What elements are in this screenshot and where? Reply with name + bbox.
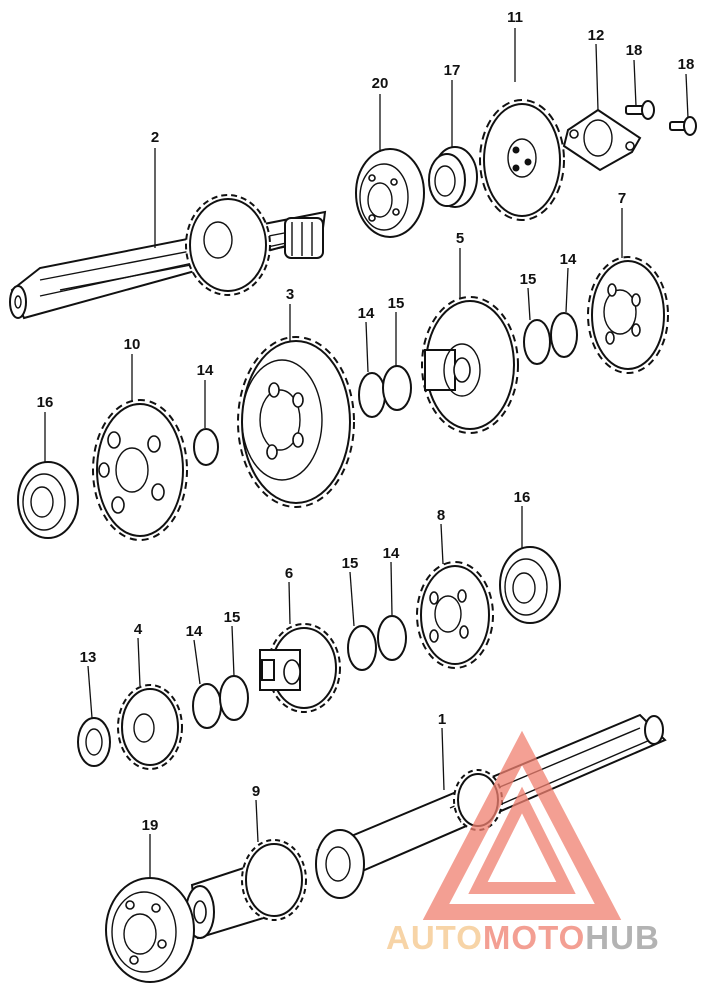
gear-part-7 xyxy=(587,256,669,374)
callout-7: 7 xyxy=(618,190,626,207)
callout-16-a: 16 xyxy=(37,394,54,411)
washer-part-15-d xyxy=(219,675,249,721)
callout-20: 20 xyxy=(372,75,389,92)
callout-15-b: 15 xyxy=(520,271,537,288)
gear-part-5 xyxy=(421,296,519,434)
callout-15-c: 15 xyxy=(342,555,359,572)
bearing-part-19 xyxy=(105,877,195,983)
bolt-part-18-a xyxy=(625,100,655,120)
bearing-part-20 xyxy=(355,148,425,238)
gear-part-10 xyxy=(92,399,188,541)
callout-14-b: 14 xyxy=(358,305,375,322)
thrust-washer-part-13 xyxy=(77,717,111,767)
gear-part-8 xyxy=(416,561,494,669)
washer-part-14-a xyxy=(193,428,219,466)
callout-16-b: 16 xyxy=(514,489,531,506)
callout-15-a: 15 xyxy=(388,295,405,312)
watermark-text-auto: AUTO xyxy=(386,919,483,956)
washer-part-15-a xyxy=(382,365,412,411)
circlip-part-14-c xyxy=(550,312,578,358)
callout-10: 10 xyxy=(124,336,141,353)
callout-18-b: 18 xyxy=(678,56,695,73)
bearing-part-16-left xyxy=(17,461,79,539)
callout-19: 19 xyxy=(142,817,159,834)
countershaft-part-2 xyxy=(9,194,327,320)
callout-14-d: 14 xyxy=(383,545,400,562)
callout-15-d: 15 xyxy=(224,609,241,626)
callout-17: 17 xyxy=(444,62,461,79)
callout-18-a: 18 xyxy=(626,42,643,59)
gear-part-3 xyxy=(237,336,355,508)
callout-11: 11 xyxy=(507,9,523,26)
callout-14-a: 14 xyxy=(197,362,214,379)
callout-13: 13 xyxy=(80,649,97,666)
callout-3: 3 xyxy=(286,286,294,303)
washer-part-15-c xyxy=(347,625,377,671)
circlip-part-14-b xyxy=(358,372,386,418)
leader-lines xyxy=(44,28,689,878)
callout-8: 8 xyxy=(437,507,445,524)
sprocket-plate-part-12 xyxy=(562,108,642,172)
callout-12: 12 xyxy=(588,27,605,44)
countershaft-gear xyxy=(185,194,271,296)
circlip-part-14-e xyxy=(192,683,222,729)
callout-14-e: 14 xyxy=(186,623,203,640)
oil-seal-part-17 xyxy=(428,146,478,208)
gear-part-4 xyxy=(117,684,183,770)
gear-part-6 xyxy=(259,623,341,713)
bolt-part-18-b xyxy=(669,116,697,136)
svg-text:AUTOMOTOHUB: AUTOMOTOHUB xyxy=(386,919,660,956)
circlip-part-14-d xyxy=(377,615,407,661)
callout-2: 2 xyxy=(151,129,159,146)
callout-4: 4 xyxy=(134,621,143,638)
watermark-text-moto: MOTO xyxy=(483,919,585,956)
callout-labels: 2 20 17 11 12 18 18 7 5 14 15 3 14 15 10… xyxy=(37,9,695,834)
gear-part-9 xyxy=(185,839,307,940)
watermark-text-hub: HUB xyxy=(585,919,660,956)
bearing-part-16-right xyxy=(499,546,561,624)
callout-1: 1 xyxy=(438,711,446,728)
callout-14-c: 14 xyxy=(560,251,577,268)
washer-part-15-b xyxy=(523,319,551,365)
drive-sprocket-part-11 xyxy=(479,99,565,221)
watermark-triangle-logo xyxy=(422,730,622,920)
callout-6: 6 xyxy=(285,565,293,582)
automotohub-watermark: AUTOMOTOHUB xyxy=(386,730,660,956)
callout-5: 5 xyxy=(456,230,464,247)
callout-9: 9 xyxy=(252,783,260,800)
